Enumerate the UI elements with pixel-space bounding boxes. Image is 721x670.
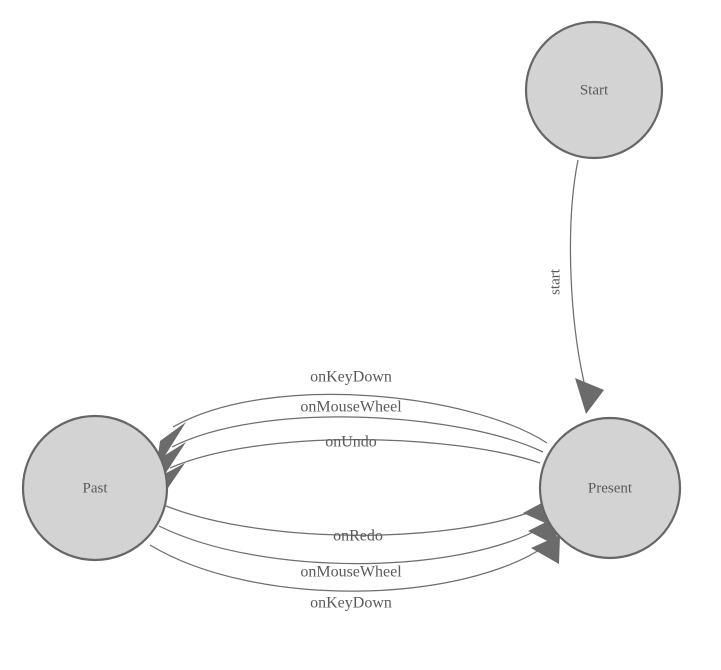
edge-label-past-present-onredo: onRedo	[333, 528, 383, 545]
edge-label-present-past-onkeydown: onKeyDown	[310, 369, 392, 386]
node-present[interactable]: Present	[538, 416, 682, 560]
node-present-circle	[538, 416, 682, 560]
node-start-label: Start	[580, 82, 609, 98]
edge-label-present-past-onundo: onUndo	[325, 434, 377, 451]
node-past-label: Past	[82, 480, 108, 496]
edge-past-to-present-onkeydown[interactable]	[149, 535, 560, 592]
arrowhead-start-present	[575, 378, 604, 414]
node-start-circle	[524, 20, 664, 160]
edge-present-to-past-onmousewheel[interactable]	[156, 416, 544, 488]
edge-label-past-present-onmousewheel: onMouseWheel	[300, 564, 402, 581]
edge-line-present-past-3	[169, 439, 541, 469]
arrowhead-past-present-3	[531, 535, 560, 564]
node-present-label: Present	[588, 480, 633, 496]
edge-line-start-present	[569, 159, 585, 383]
edge-label-past-present-onkeydown: onKeyDown	[310, 595, 392, 612]
edge-start-to-present[interactable]	[569, 159, 604, 414]
node-past[interactable]: Past	[21, 414, 169, 562]
node-past-circle	[21, 414, 169, 562]
edge-line-present-past-1	[172, 393, 548, 444]
node-start[interactable]: Start	[524, 20, 664, 160]
edge-label-present-past-onmousewheel: onMouseWheel	[300, 399, 402, 416]
edge-line-past-present-3	[149, 544, 548, 592]
edge-line-present-past-2	[171, 416, 544, 453]
edge-label-start: start	[547, 268, 563, 295]
edge-line-past-present-1	[165, 505, 539, 536]
edge-line-past-present-2	[158, 525, 544, 565]
